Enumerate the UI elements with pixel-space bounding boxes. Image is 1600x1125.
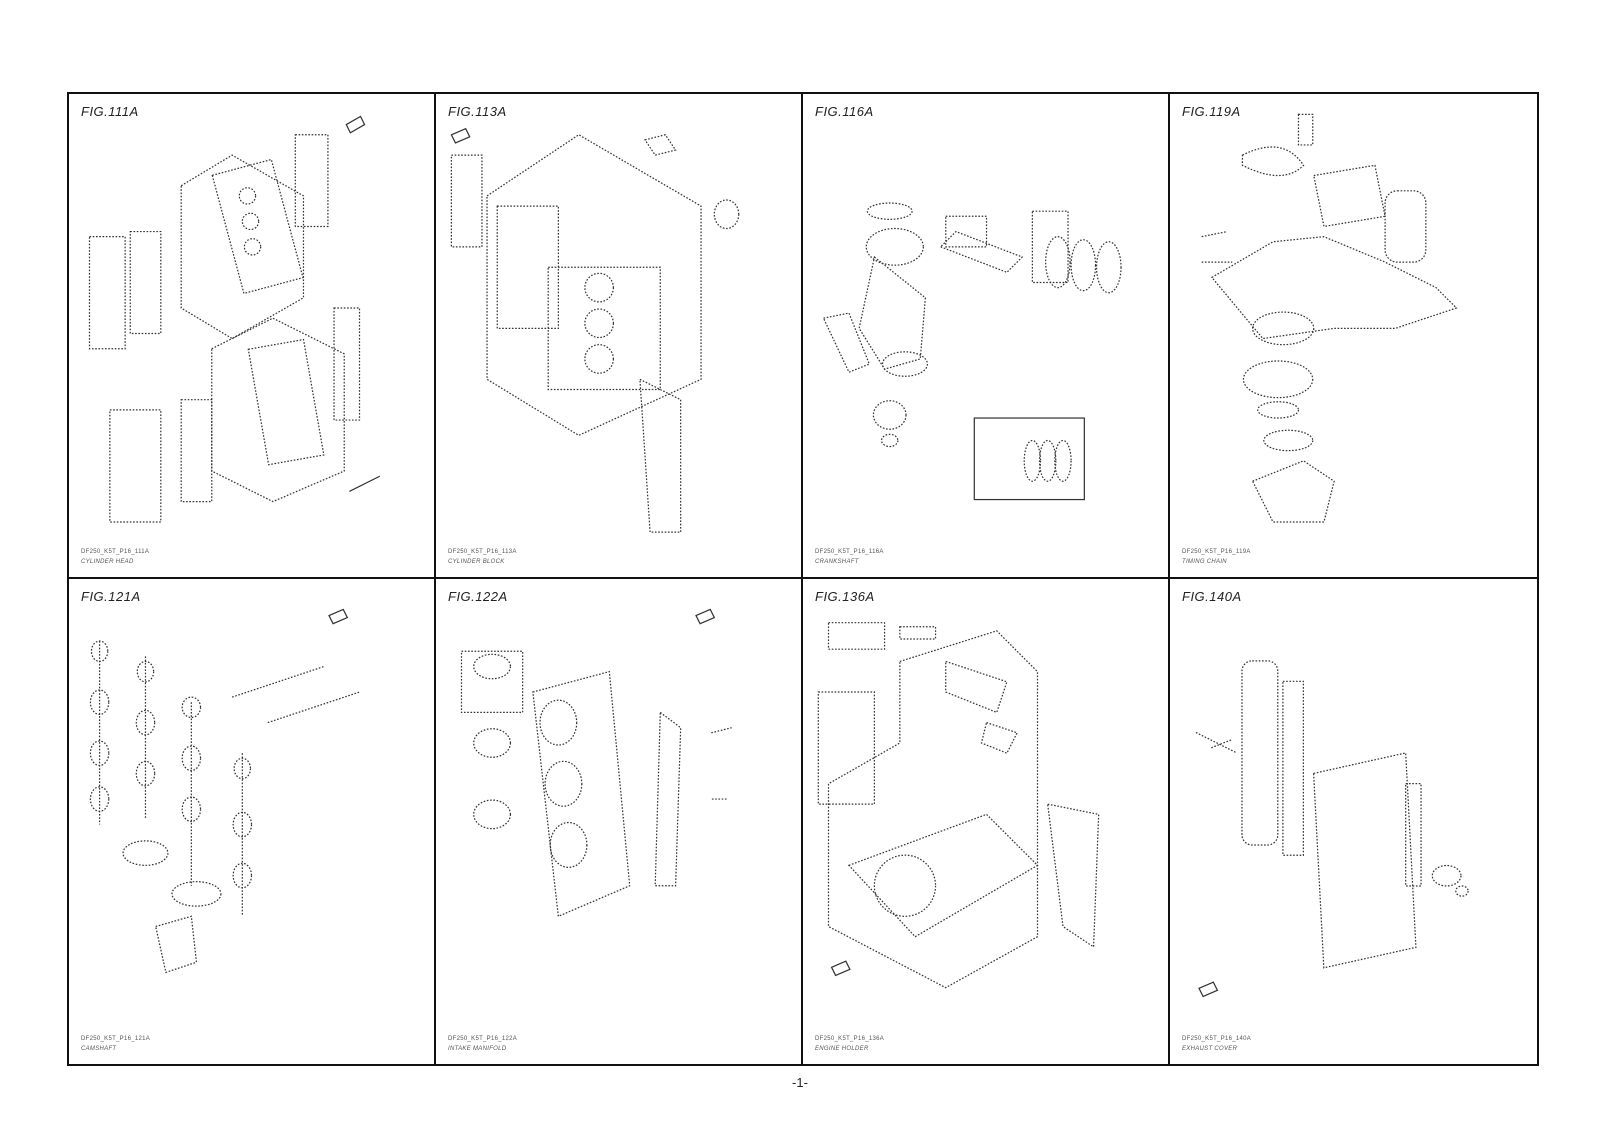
figure-code: DF250_K5T_P16_119A	[1182, 549, 1251, 555]
figure-title: FIG.140A	[1182, 589, 1242, 604]
figure-title: FIG.121A	[81, 589, 141, 604]
figure-code: DF250_K5T_P16_122A	[448, 1036, 518, 1042]
figure-code: DF250_K5T_P16_111A	[81, 549, 150, 555]
figure-panel-113a[interactable]: FIG.113A DF250_K5T_P16_113A CYLINDER BLO…	[436, 94, 803, 579]
figure-panel-116a[interactable]: FIG.116A DF250_K5T_P16_116A CRANKSHAFT	[803, 94, 1170, 579]
figure-title: FIG.122A	[448, 589, 508, 604]
figure-title: FIG.136A	[815, 589, 875, 604]
figure-name: EXHAUST COVER	[1182, 1046, 1238, 1052]
figure-code: DF250_K5T_P16_140A	[1182, 1036, 1252, 1042]
crankshaft-exploded-drawing	[822, 202, 1122, 501]
camshaft-exploded-drawing	[89, 608, 360, 974]
figure-name: TIMING CHAIN	[1182, 559, 1227, 565]
figure-title: FIG.116A	[815, 104, 874, 119]
cylinder-block-exploded-drawing	[450, 127, 740, 533]
figure-title: FIG.111A	[81, 104, 139, 119]
figure-code: DF250_K5T_P16_113A	[448, 549, 517, 555]
figure-panel-119a[interactable]: FIG.119A DF250_K5T_P16_119A TIMING CHAIN	[1170, 94, 1537, 579]
page-number: -1-	[792, 1075, 808, 1090]
figure-title: FIG.113A	[448, 104, 507, 119]
figure-panel-136a[interactable]: FIG.136A DF250_K5T_P16_136A ENGINE HOLDE…	[803, 579, 1170, 1064]
figure-title: FIG.119A	[1182, 104, 1241, 119]
figure-name: CYLINDER BLOCK	[448, 559, 505, 565]
figure-panel-121a[interactable]: FIG.121A DF250_K5T_P16_121A CAMSHAFT	[69, 579, 436, 1064]
exhaust-cover-exploded-drawing	[1195, 660, 1469, 998]
figure-panel-111a[interactable]: FIG.111A DF250_K5T_P16_111A CYLINDER HEA…	[69, 94, 436, 579]
figure-code: DF250_K5T_P16_116A	[815, 549, 884, 555]
figure-panel-122a[interactable]: FIG.122A DF250_K5T_P16_122A INTAKE MANIF…	[436, 579, 803, 1064]
figure-name: CYLINDER HEAD	[81, 559, 134, 565]
engine-holder-exploded-drawing	[817, 622, 1100, 989]
cylinder-head-exploded-drawing	[88, 115, 381, 523]
parts-diagram-sheet: FIG.111A DF250_K5T_P16_111A CYLINDER HEA…	[67, 92, 1539, 1066]
figure-name: CRANKSHAFT	[815, 559, 859, 565]
figure-code: DF250_K5T_P16_136A	[815, 1036, 885, 1042]
intake-manifold-exploded-drawing	[460, 608, 732, 918]
figure-code: DF250_K5T_P16_121A	[81, 1036, 151, 1042]
timing-chain-exploded-drawing	[1201, 113, 1458, 523]
figure-name: INTAKE MANIFOLD	[448, 1046, 507, 1052]
figure-name: ENGINE HOLDER	[815, 1046, 869, 1052]
figure-name: CAMSHAFT	[81, 1046, 117, 1052]
figure-panel-140a[interactable]: FIG.140A DF250_K5T_P16_140A EXHAUST COVE…	[1170, 579, 1537, 1064]
